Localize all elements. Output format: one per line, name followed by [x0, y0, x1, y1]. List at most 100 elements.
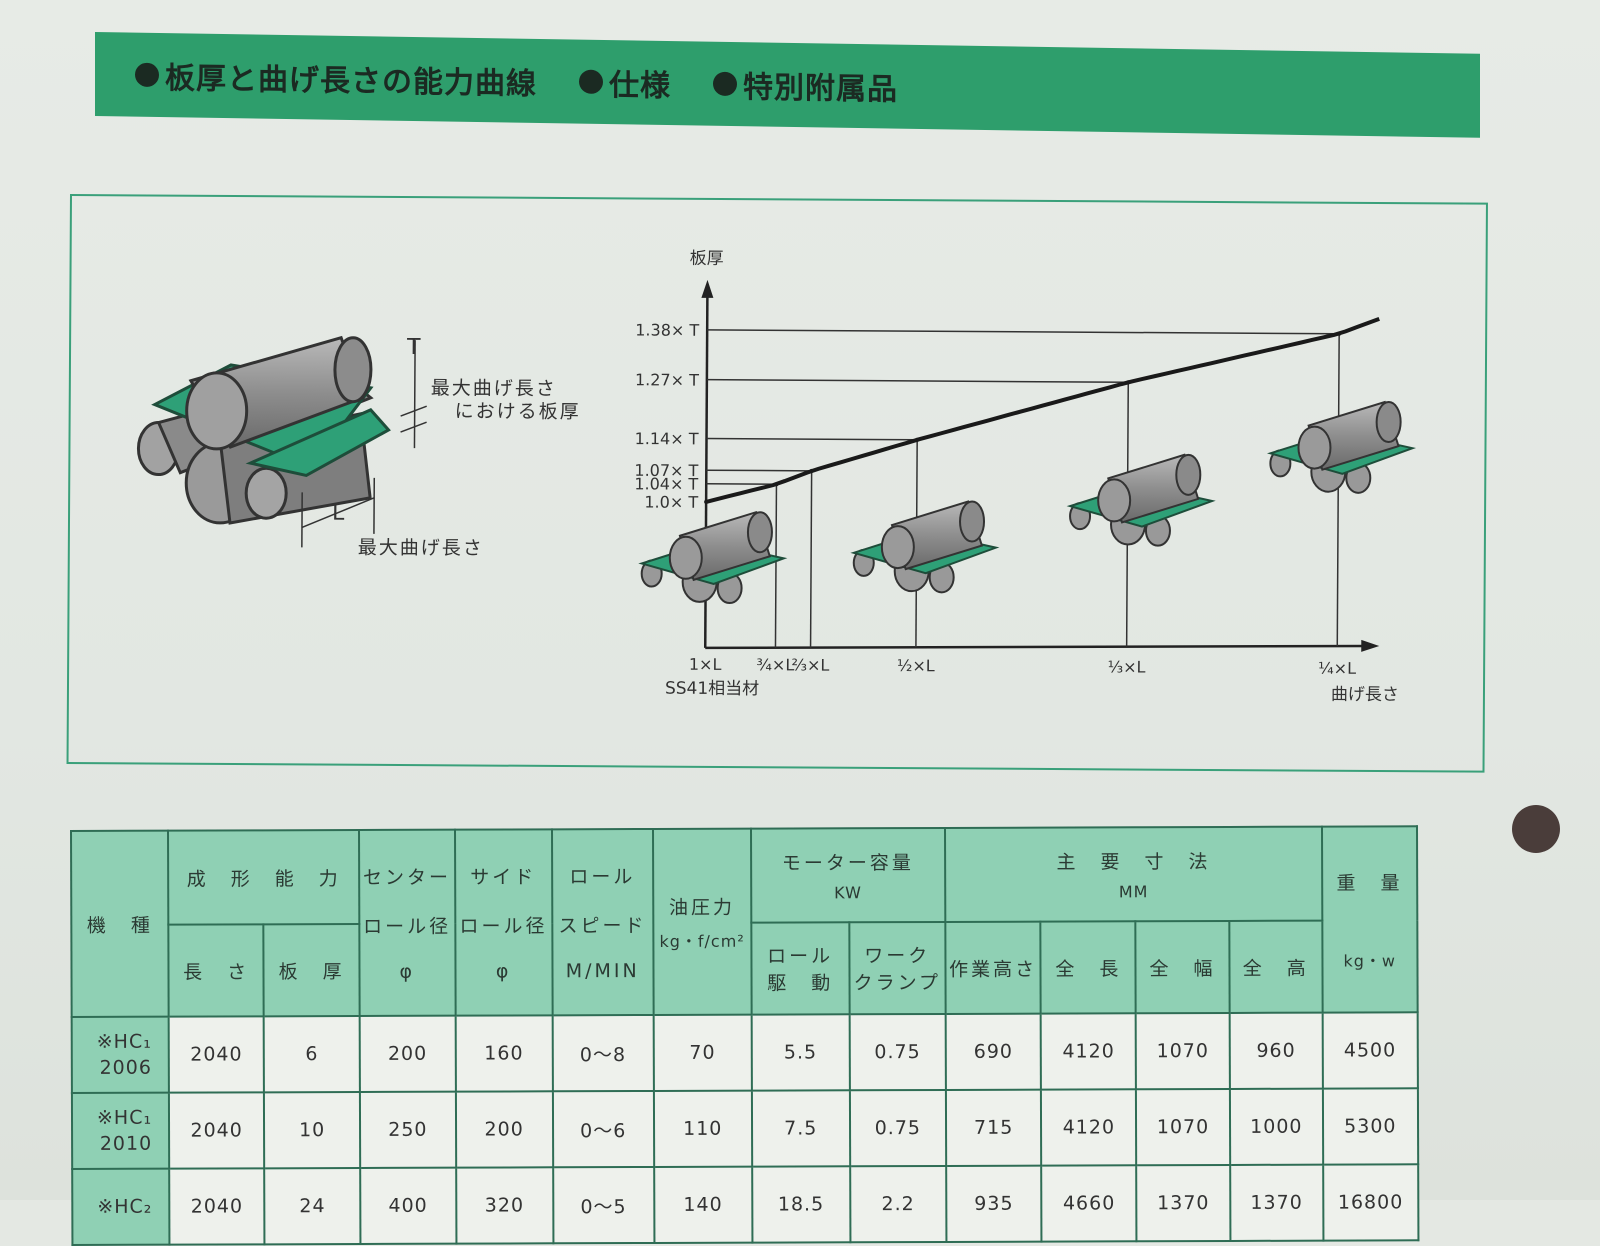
- spec-table-wrapper: 機 種 成 形 能 力 センター ロール径 φ サイド ロール径 φ ロール ス…: [70, 825, 1499, 1246]
- header-hydraulic-label: 油圧力: [669, 896, 735, 918]
- model-cell: ※HC₂: [72, 1169, 169, 1245]
- cell-length: 2040: [169, 1016, 264, 1092]
- data-point: [1337, 332, 1341, 336]
- header-center-roll-unit: φ: [399, 961, 415, 983]
- thickness-label-line1: 最大曲げ長さ: [431, 377, 557, 400]
- cell-thickness: 10: [264, 1092, 360, 1168]
- cell-speed: 0～5: [553, 1167, 654, 1243]
- header-roll-speed-line1: ロール: [569, 866, 635, 888]
- header-total-width: 全 幅: [1136, 921, 1230, 1013]
- header-side-roll-unit: φ: [496, 960, 512, 982]
- header-weight-unit: kg・w: [1323, 947, 1416, 971]
- guide-line-horizontal: [707, 439, 918, 440]
- guide-line-vertical: [1337, 334, 1339, 646]
- cell-clamp: 0.75: [849, 1014, 945, 1090]
- cell-total-width: 1070: [1136, 1013, 1230, 1089]
- capacity-chart-frame: T 最大曲げ長さ における板厚 L 最大曲げ長さ 板厚 曲げ長さ SS41相当材…: [67, 194, 1488, 773]
- guide-line-vertical: [775, 484, 776, 647]
- x-tick-label: 1×L: [689, 655, 722, 674]
- roller-thumbnail: [854, 501, 997, 593]
- x-tick-label: ¼×L: [1318, 659, 1356, 678]
- spec-table: 機 種 成 形 能 力 センター ロール径 φ サイド ロール径 φ ロール ス…: [70, 825, 1499, 1246]
- cell-thickness: 6: [264, 1016, 360, 1092]
- header-roll-speed: ロール スピード M/MIN: [552, 829, 654, 1015]
- roller-illustration: [138, 336, 427, 548]
- header-center-roll-line2: ロール径: [363, 916, 451, 938]
- header-dims-unit: MM: [946, 882, 1321, 902]
- punch-hole: [1512, 805, 1560, 853]
- cell-work-height: 715: [946, 1090, 1042, 1166]
- capacity-curve: [706, 315, 1379, 506]
- length-label: 最大曲げ長さ: [358, 537, 484, 560]
- bullet-icon: [579, 70, 603, 94]
- cell-center-roll: 400: [360, 1168, 456, 1244]
- cell-clamp: 2.2: [850, 1166, 946, 1242]
- y-axis-label: 板厚: [690, 249, 724, 269]
- header-item-capacity-curve: 板厚と曲げ長さの能力曲線: [135, 53, 537, 103]
- material-label: SS41相当材: [665, 679, 759, 700]
- cell-center-roll: 200: [360, 1016, 456, 1092]
- cell-total-width: 1070: [1136, 1089, 1230, 1165]
- header-roll-speed-unit: M/MIN: [566, 960, 640, 982]
- header-roll-drive-line2: 駆 動: [767, 972, 833, 994]
- header-item-label: 板厚と曲げ長さの能力曲線: [165, 53, 537, 103]
- bullet-icon: [713, 72, 737, 96]
- cell-hydraulic: 140: [654, 1167, 752, 1243]
- table-row: ※HC₂ 2040 24 400 320 0～5 140 18.5 2.2 93…: [72, 1164, 1498, 1245]
- cell-weight: 4500: [1323, 1012, 1418, 1088]
- cell-total-length: 4120: [1041, 1013, 1136, 1089]
- header-side-roll-line1: サイド: [470, 866, 536, 888]
- header-motor-label: モーター容量: [782, 852, 914, 874]
- guide-line-horizontal: [706, 470, 811, 471]
- header-weight-label: 重 量: [1336, 872, 1402, 894]
- data-point: [1126, 380, 1130, 384]
- cell-roll-drive: 5.5: [751, 1014, 849, 1090]
- guide-line-vertical: [811, 471, 812, 648]
- x-axis: [705, 642, 1369, 652]
- cell-hydraulic: 70: [653, 1015, 751, 1091]
- header-dims-label: 主 要 寸 法: [1056, 851, 1210, 874]
- cell-work-height: 935: [946, 1166, 1042, 1242]
- y-axis-arrow-icon: [701, 280, 713, 298]
- cell-total-height: 960: [1229, 1013, 1323, 1089]
- x-tick-label: ¾×L: [756, 655, 794, 674]
- roller-thumbnail: [1070, 454, 1213, 546]
- header-hydraulic-unit: kg・f/cm²: [654, 927, 750, 951]
- roller-thumbnail: [1270, 401, 1413, 493]
- y-tick-label: 1.0× T: [644, 493, 698, 512]
- y-tick-label: 1.14× T: [635, 429, 699, 448]
- header-item-label: 特別附属品: [743, 62, 898, 108]
- header-thickness: 板 厚: [263, 924, 359, 1016]
- header-dims: 主 要 寸 法 MM: [945, 827, 1322, 922]
- y-tick-label: 1.07× T: [634, 461, 698, 480]
- header-roll-drive-line1: ロール: [767, 945, 833, 967]
- cell-length: 2040: [169, 1092, 264, 1168]
- cell-side-roll: 160: [455, 1015, 552, 1091]
- header-work-clamp-line1: ワーク: [864, 945, 930, 967]
- header-row-1: 機 種 成 形 能 力 センター ロール径 φ サイド ロール径 φ ロール ス…: [71, 826, 1497, 925]
- header-center-roll-line1: センター: [363, 867, 451, 889]
- cell-hydraulic: 110: [654, 1091, 752, 1167]
- header-item-specs: 仕様: [579, 60, 671, 105]
- cell-thickness: 24: [264, 1168, 360, 1244]
- header-roll-drive: ロール 駆 動: [751, 922, 849, 1014]
- bullet-icon: [135, 63, 159, 87]
- model-name: ※HC₂: [97, 1196, 152, 1218]
- header-forming: 成 形 能 力: [168, 830, 359, 925]
- x-axis-label: 曲げ長さ: [1331, 685, 1399, 705]
- cell-center-roll: 250: [360, 1092, 456, 1168]
- model-name: ※HC₁: [97, 1031, 152, 1053]
- header-motor: モーター容量 KW: [751, 828, 945, 923]
- header-work-clamp: ワーク クランプ: [849, 922, 946, 1014]
- cell-total-length: 4120: [1041, 1089, 1136, 1165]
- cell-roll-drive: 18.5: [752, 1166, 850, 1242]
- data-point: [774, 482, 778, 486]
- header-row-2: 長 さ 板 厚 ロール 駆 動 ワーク クランプ 作業高さ 全 長 全 幅 全 …: [71, 920, 1497, 1017]
- x-tick-label: ½×L: [897, 656, 935, 675]
- y-tick-label: 1.27× T: [635, 370, 699, 389]
- cell-roll-drive: 7.5: [752, 1090, 850, 1166]
- header-center-roll: センター ロール径 φ: [359, 830, 455, 1016]
- cell-speed: 0～6: [553, 1091, 654, 1167]
